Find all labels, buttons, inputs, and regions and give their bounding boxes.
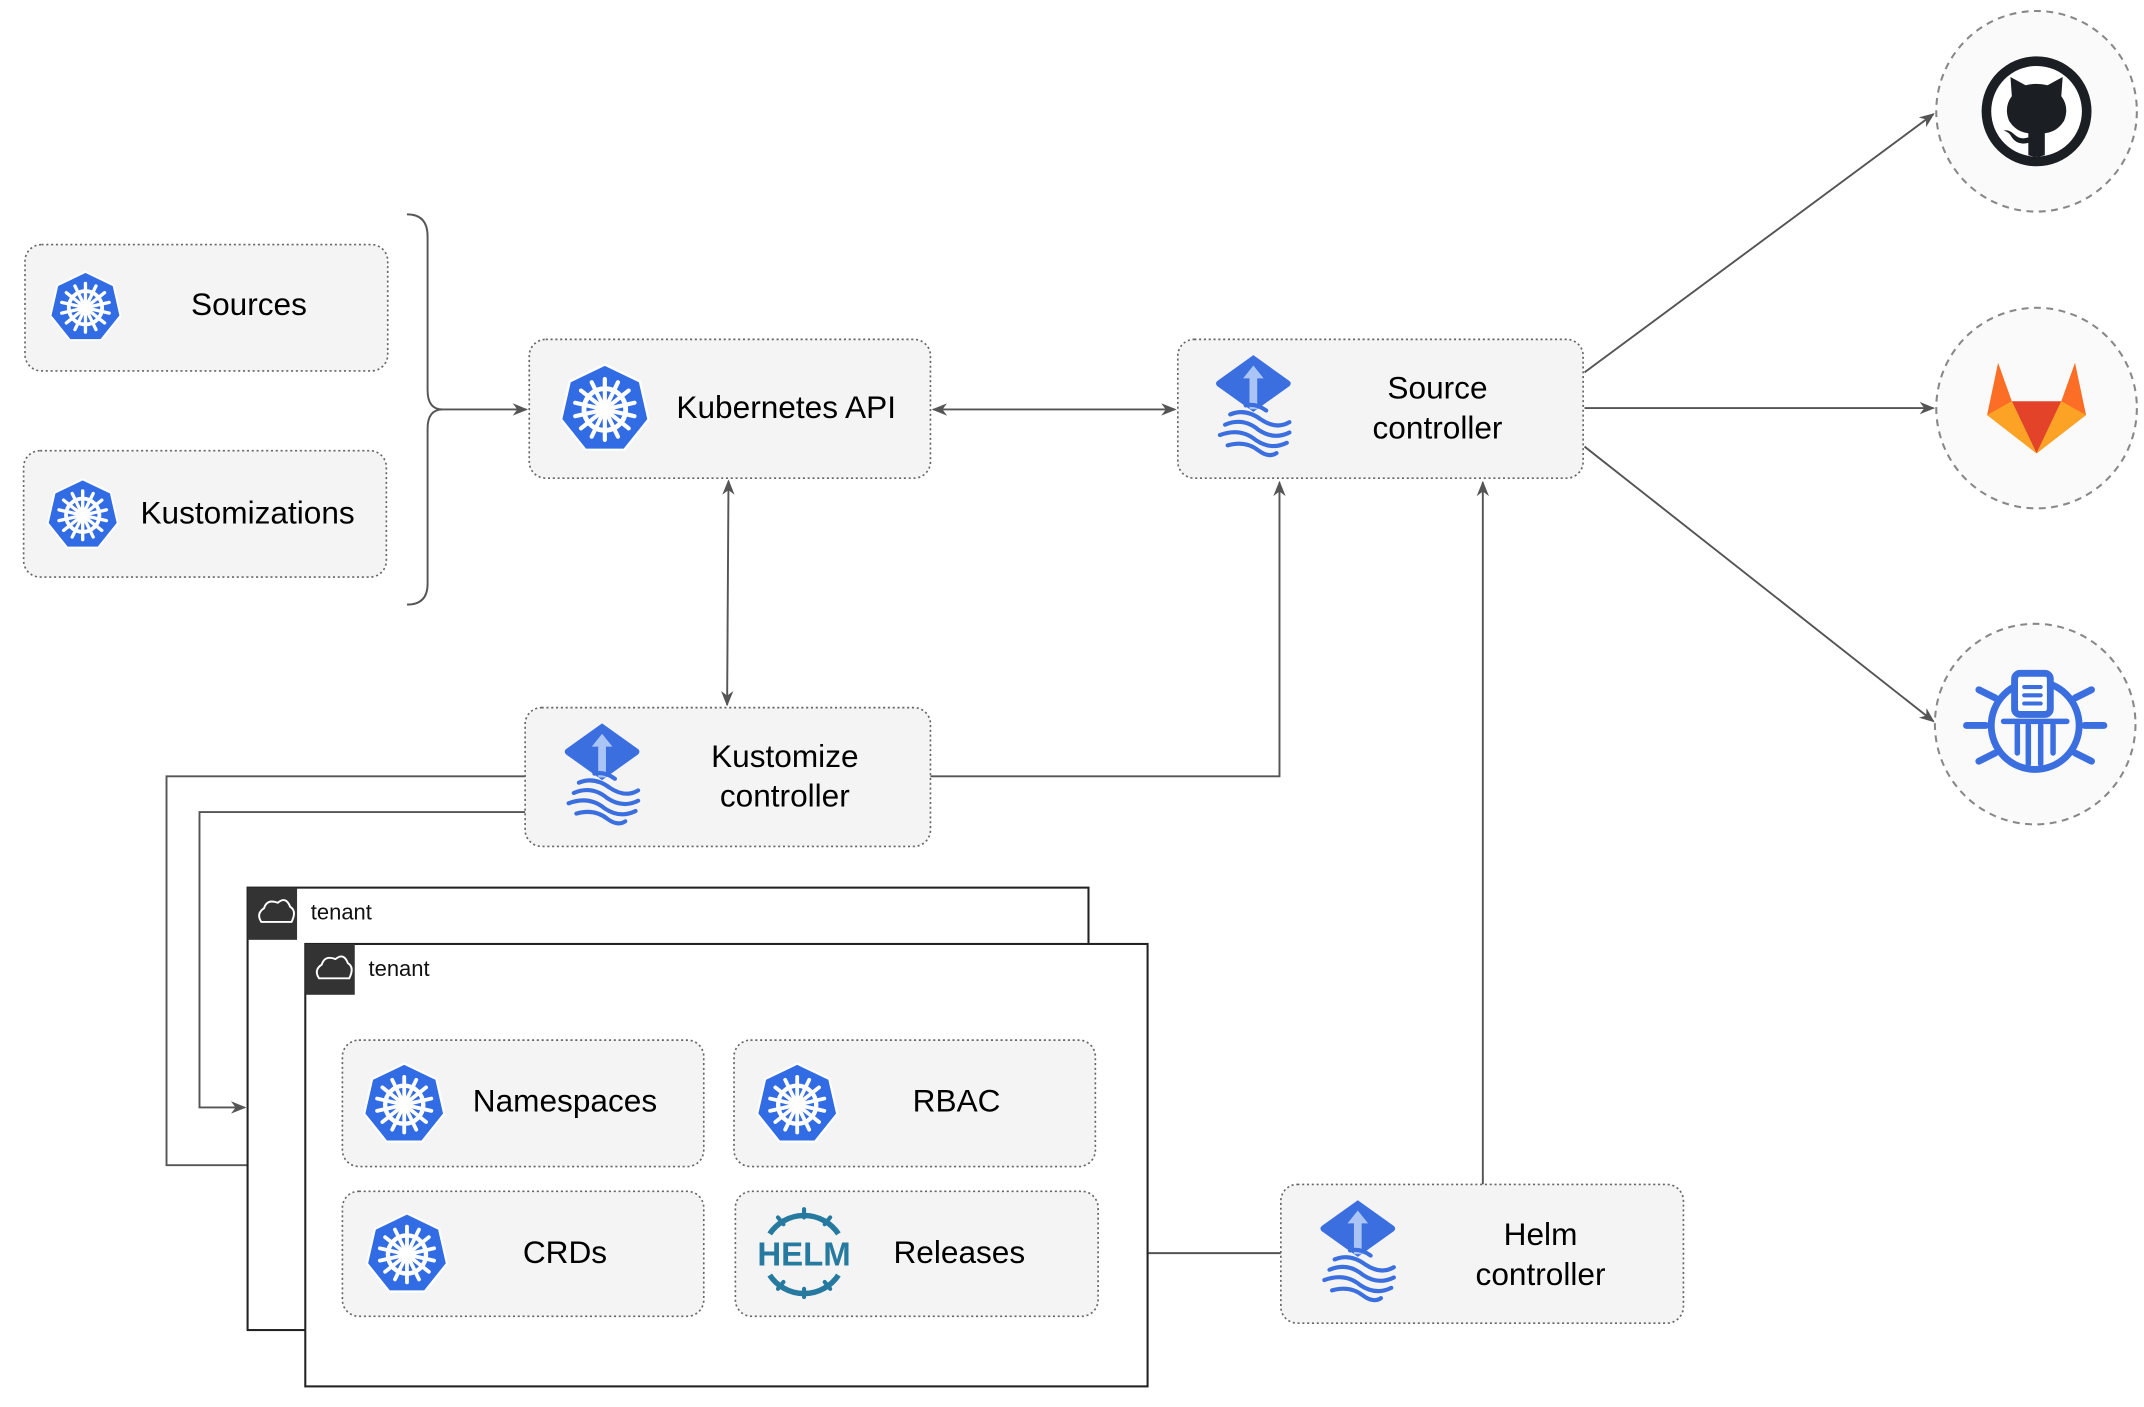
rbac-node[interactable]: RBAC: [733, 1039, 1097, 1168]
helm-controller-label-line1: Helm: [1504, 1216, 1578, 1252]
namespaces-node[interactable]: Namespaces: [341, 1039, 705, 1168]
releases-node[interactable]: HELM Releases: [734, 1190, 1099, 1318]
connectors: [165, 113, 1936, 1260]
kustomize-controller-label-line1: Kustomize: [711, 738, 858, 774]
brace-bottom: [406, 408, 443, 606]
gitlab-node[interactable]: [1935, 306, 2138, 510]
bucket-node[interactable]: [1933, 622, 2137, 826]
cloud-icon-bg: [247, 887, 298, 940]
cloud-icon-bg: [305, 943, 355, 995]
tenant-label: tenant: [369, 956, 430, 981]
cloud-icon: [258, 899, 295, 923]
github-icon: [1981, 56, 2092, 167]
kustomize-controller-node[interactable]: Kustomize controller: [524, 706, 932, 848]
gitlab-icon: [1987, 362, 2087, 454]
helm-logo-text: HELM: [757, 1235, 850, 1272]
releases-label: Releases: [893, 1234, 1025, 1270]
cloud-icon: [315, 955, 353, 980]
rbac-label: RBAC: [913, 1083, 1001, 1119]
kubernetes-api-kustomize-controller-arrow: [721, 479, 735, 707]
namespaces-label: Namespaces: [473, 1083, 657, 1119]
source-to-bucket-arrow: [1583, 445, 1935, 723]
sources-label: Sources: [191, 286, 307, 322]
kustomize-to-tenant-arrow: [165, 775, 526, 1172]
kustomizations-node[interactable]: Kustomizations: [22, 449, 388, 578]
helm-controller-label-line2: controller: [1476, 1256, 1606, 1292]
kubernetes-api-node[interactable]: Kubernetes API: [528, 338, 932, 479]
crds-label: CRDs: [523, 1234, 607, 1270]
source-to-github-arrow: [1583, 113, 1935, 374]
source-controller-label-line2: controller: [1373, 409, 1503, 445]
kubernetes-api-label: Kubernetes API: [676, 389, 896, 425]
source-controller-node[interactable]: Source controller: [1176, 338, 1584, 479]
kustomize-to-source-arrow: [930, 480, 1286, 778]
crds-node[interactable]: CRDs: [341, 1190, 705, 1318]
source-controller-label-line1: Source: [1387, 370, 1487, 406]
kustomize-controller-label-line2: controller: [720, 778, 850, 814]
kustomizations-label: Kustomizations: [140, 495, 354, 531]
helm-icon: HELM: [757, 1207, 851, 1300]
bucket-icon: [1963, 669, 2108, 773]
github-node[interactable]: [1935, 9, 2138, 213]
helm-controller-node[interactable]: Helm controller: [1280, 1183, 1685, 1325]
sources-node[interactable]: Sources: [24, 243, 389, 372]
tenant-front[interactable]: tenant Namespaces RBAC CRDs HELM Release…: [304, 942, 1149, 1388]
tenant-label: tenant: [311, 900, 372, 925]
sources-to-kubernetes-api-arrow: [406, 213, 529, 416]
kustomize-to-tenant-back-arrow: [198, 811, 526, 1114]
